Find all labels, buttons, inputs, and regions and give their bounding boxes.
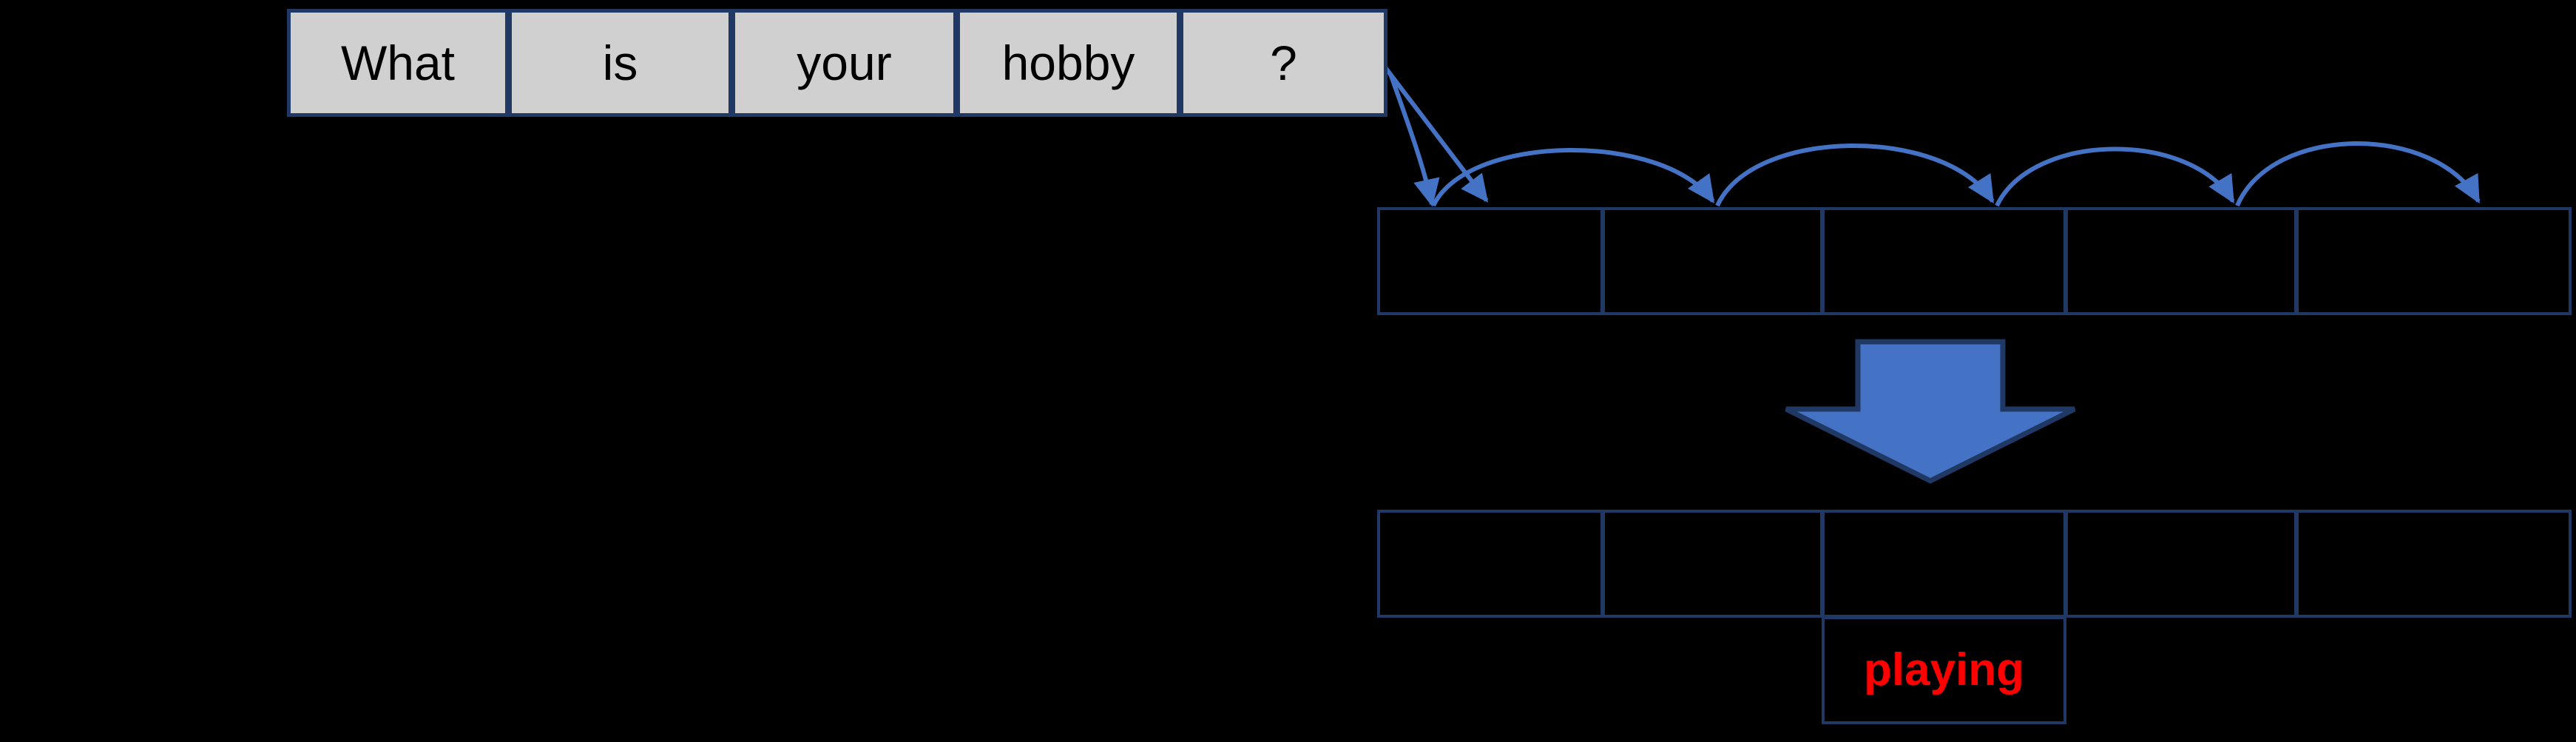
decoder-slot-3[interactable] (1822, 510, 2066, 618)
input-to-encoder-arrow (1380, 62, 1489, 203)
input-cell-3[interactable]: your (731, 9, 957, 117)
input-cell-label: ? (1270, 36, 1297, 90)
input-cell-label: hobby (1001, 36, 1135, 90)
output-word-cell[interactable]: playing (1822, 616, 2066, 724)
input-cell-1[interactable]: What (287, 9, 509, 117)
input-cell-label: What (340, 36, 456, 90)
input-cell-4[interactable]: hobby (956, 9, 1180, 117)
hop-arrow-3 (1715, 144, 1995, 207)
encoder-slot-5[interactable] (2296, 207, 2572, 315)
encoder-slot-4[interactable] (2065, 207, 2297, 315)
decoder-slot-5[interactable] (2296, 510, 2572, 618)
encoder-slot-2[interactable] (1602, 207, 1823, 315)
decoder-slot-1[interactable] (1377, 510, 1603, 618)
hop-arrow-1 (1388, 72, 1440, 207)
hop-arrow-4 (1995, 146, 2235, 207)
decoder-slot-2[interactable] (1602, 510, 1823, 618)
input-cell-5[interactable]: ? (1180, 9, 1387, 117)
output-word-label: playing (1863, 644, 2025, 695)
input-cell-label: your (797, 36, 892, 90)
encoder-slot-3[interactable] (1822, 207, 2066, 315)
encoder-slot-1[interactable] (1377, 207, 1603, 315)
hop-arrow-5 (2235, 141, 2481, 207)
decoder-slot-4[interactable] (2065, 510, 2297, 618)
encoder-to-decoder-block-arrow (1785, 339, 2076, 484)
hop-arrow-2 (1431, 148, 1715, 207)
input-cell-label: is (602, 36, 638, 90)
input-cell-2[interactable]: is (508, 9, 732, 117)
